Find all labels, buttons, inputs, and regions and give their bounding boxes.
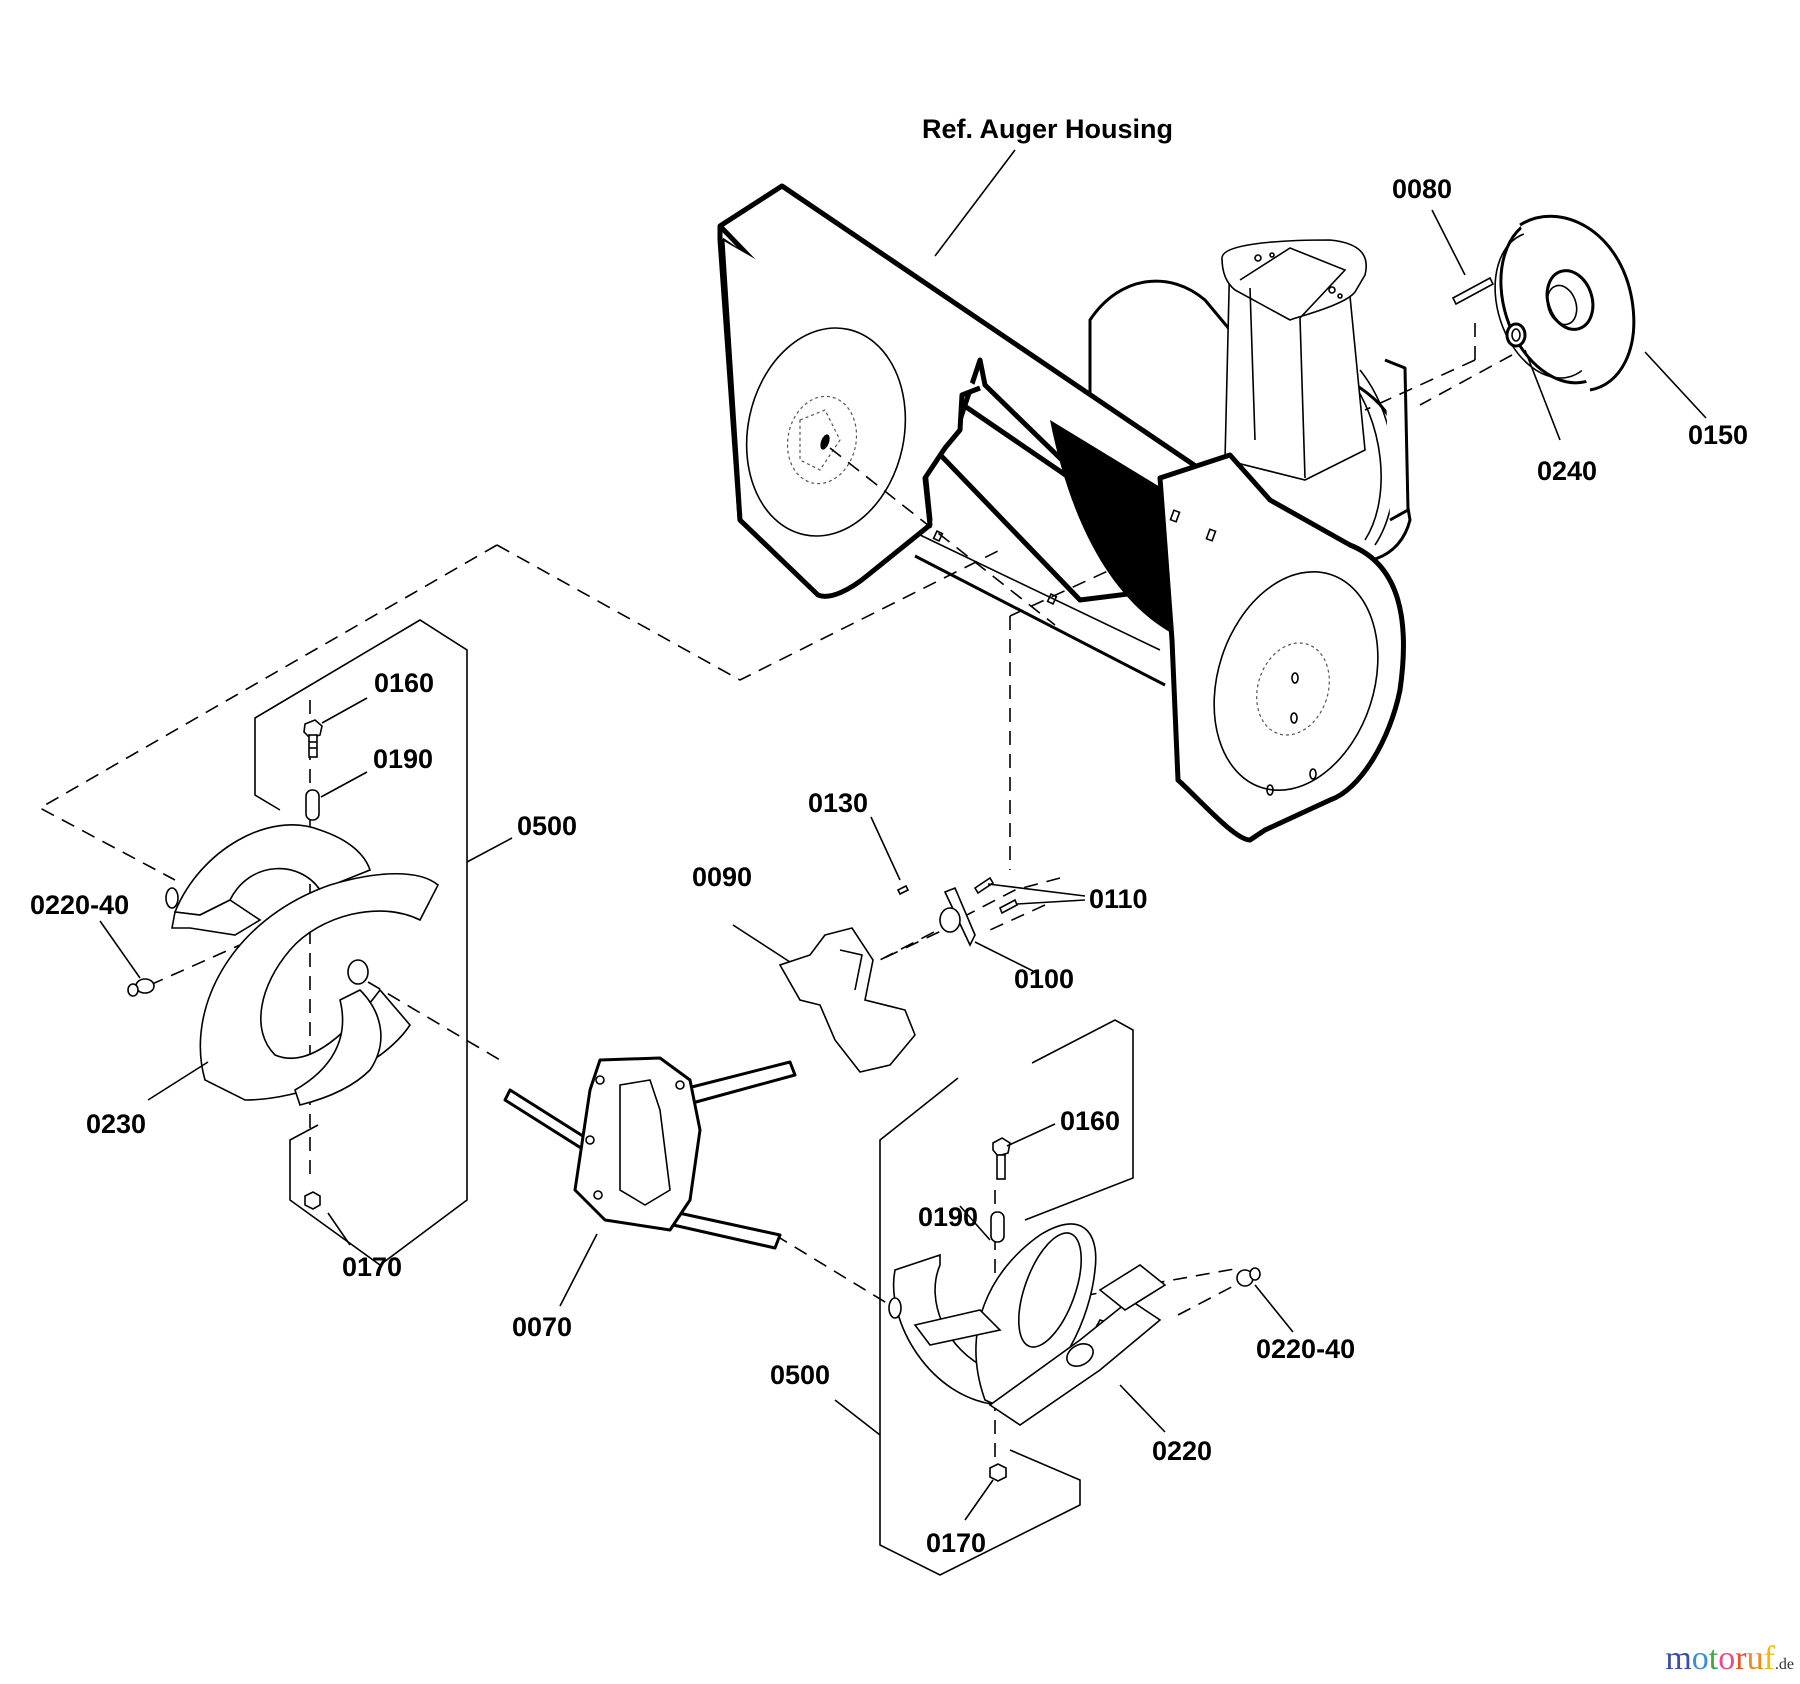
label-0080: 0080 xyxy=(1392,174,1452,204)
watermark-letter: o xyxy=(1691,1640,1709,1677)
housing-bracket xyxy=(1384,358,1410,522)
screw-0110-b-icon xyxy=(998,898,1019,915)
title-ref-auger-housing: Ref. Auger Housing xyxy=(922,114,1173,144)
pin-0130-icon xyxy=(896,884,910,896)
callout-labels: Ref. Auger Housing 0080 0150 0240 0160 0… xyxy=(30,114,1748,1558)
leader-lines xyxy=(99,149,1707,1521)
auger-housing xyxy=(717,183,1412,843)
watermark-tld: .de xyxy=(1774,1656,1794,1673)
spacer-0190-right-icon xyxy=(990,1211,1005,1243)
label-0170-left: 0170 xyxy=(342,1252,402,1282)
label-0090: 0090 xyxy=(692,862,752,892)
label-0100: 0100 xyxy=(1014,964,1074,994)
nut-0170-left-icon xyxy=(304,1191,321,1210)
left-bearing-plate xyxy=(745,327,907,537)
housing-bottom-rail-edge xyxy=(914,554,1166,687)
auger-flight-0230-back xyxy=(173,824,371,916)
label-0500-right: 0500 xyxy=(770,1360,830,1390)
impeller-0090 xyxy=(778,927,916,1073)
right-bearing-plate xyxy=(1213,570,1379,792)
watermark-logo: motoruf.de xyxy=(1665,1640,1794,1678)
nut-0170-right-icon xyxy=(989,1463,1007,1482)
watermark-letter: f xyxy=(1763,1640,1775,1677)
label-0230: 0230 xyxy=(86,1109,146,1139)
key-0080-icon xyxy=(1451,276,1495,306)
washer-0240 xyxy=(1505,322,1527,348)
bolt-0160-left-icon xyxy=(303,719,323,758)
housing-shadow xyxy=(1050,420,1175,635)
pulley-group xyxy=(1451,214,1636,392)
assembly-bracket-0500-left xyxy=(254,619,468,1266)
label-0500-left: 0500 xyxy=(517,811,577,841)
assembly-bracket-0500-right xyxy=(1024,1019,1134,1221)
label-0170-right: 0170 xyxy=(926,1528,986,1558)
watermark-letter: u xyxy=(1746,1640,1764,1677)
gearbox-housing xyxy=(573,1056,702,1232)
bolt-0160-right-icon xyxy=(992,1137,1011,1180)
watermark-letter: t xyxy=(1708,1640,1719,1677)
watermark-letter: r xyxy=(1735,1640,1747,1677)
label-0150: 0150 xyxy=(1688,420,1748,450)
label-0220-40-right: 0220-40 xyxy=(1256,1334,1355,1364)
auger-shaft-upper xyxy=(678,1060,797,1107)
left-auger-assembly xyxy=(127,619,468,1266)
label-0190-right: 0190 xyxy=(918,1202,978,1232)
label-0240: 0240 xyxy=(1537,456,1597,486)
chute-top-flange xyxy=(1221,239,1367,321)
gearbox-0070 xyxy=(503,1056,797,1250)
watermark-letter: o xyxy=(1718,1640,1736,1677)
label-0070: 0070 xyxy=(512,1312,572,1342)
label-0160-right: 0160 xyxy=(1060,1106,1120,1136)
watermark-letter: m xyxy=(1665,1640,1692,1677)
label-0160-left: 0160 xyxy=(374,668,434,698)
label-0110: 0110 xyxy=(1089,884,1148,914)
label-0220-40-left: 0220-40 xyxy=(30,890,129,920)
right-auger-assembly xyxy=(879,1019,1261,1576)
impeller-group xyxy=(778,876,1019,1073)
label-0130: 0130 xyxy=(808,788,868,818)
screw-0110-a-icon xyxy=(973,876,995,895)
housing-bottom-rail xyxy=(917,533,1161,651)
label-0190-left: 0190 xyxy=(373,744,433,774)
left-plate-outline xyxy=(719,239,981,599)
spacer-0190-left-icon xyxy=(305,789,320,821)
label-0220: 0220 xyxy=(1152,1436,1212,1466)
